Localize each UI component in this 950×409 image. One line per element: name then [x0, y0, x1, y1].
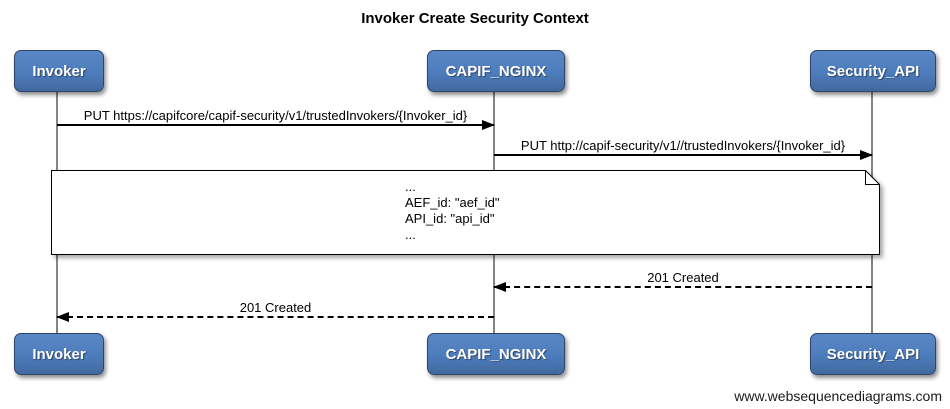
- message-line-dashed: [493, 282, 872, 292]
- message-put-trusted-invokers: PUT https://capifcore/capif-security/v1/…: [57, 108, 495, 130]
- message-put-capif-security: PUT http://capif-security/v1//trustedInv…: [494, 138, 873, 160]
- response-201-created-to-invoker: 201 Created: [56, 300, 494, 322]
- arrowhead-left-icon: [493, 282, 506, 292]
- message-line-dashed: [56, 312, 494, 322]
- actor-top-security-api: Security_API: [810, 50, 936, 92]
- arrowhead-right-icon: [482, 120, 495, 130]
- message-line-solid: [494, 150, 873, 160]
- message-label: 201 Created: [239, 300, 312, 315]
- message-label: 201 Created: [647, 270, 719, 285]
- message-line-solid: [57, 120, 495, 130]
- watermark-websequencediagrams: www.websequencediagrams.com: [734, 388, 942, 404]
- note-line: AEF_id: "aef_id": [405, 195, 500, 210]
- actor-top-capif-nginx: CAPIF_NGINX: [427, 50, 565, 92]
- diagram-title: Invoker Create Security Context: [361, 10, 589, 27]
- actor-bottom-capif-nginx: CAPIF_NGINX: [427, 333, 565, 375]
- arrowhead-right-icon: [860, 150, 873, 160]
- note-shape: [51, 170, 880, 255]
- note-box: ... AEF_id: "aef_id" API_id: "api_id" ..…: [51, 170, 880, 255]
- message-label: PUT http://capif-security/v1//trustedInv…: [520, 138, 846, 153]
- response-201-created-to-nginx: 201 Created: [493, 270, 872, 292]
- note-content: ... AEF_id: "aef_id" API_id: "api_id" ..…: [51, 179, 879, 243]
- actor-top-invoker: Invoker: [14, 50, 104, 92]
- actor-bottom-invoker: Invoker: [14, 333, 104, 375]
- note-line: ...: [405, 179, 416, 194]
- note-line: API_id: "api_id": [405, 211, 495, 226]
- note-line: ...: [405, 227, 416, 242]
- actor-bottom-security-api: Security_API: [810, 333, 936, 375]
- message-label: PUT https://capifcore/capif-security/v1/…: [83, 108, 468, 123]
- arrowhead-left-icon: [56, 312, 69, 322]
